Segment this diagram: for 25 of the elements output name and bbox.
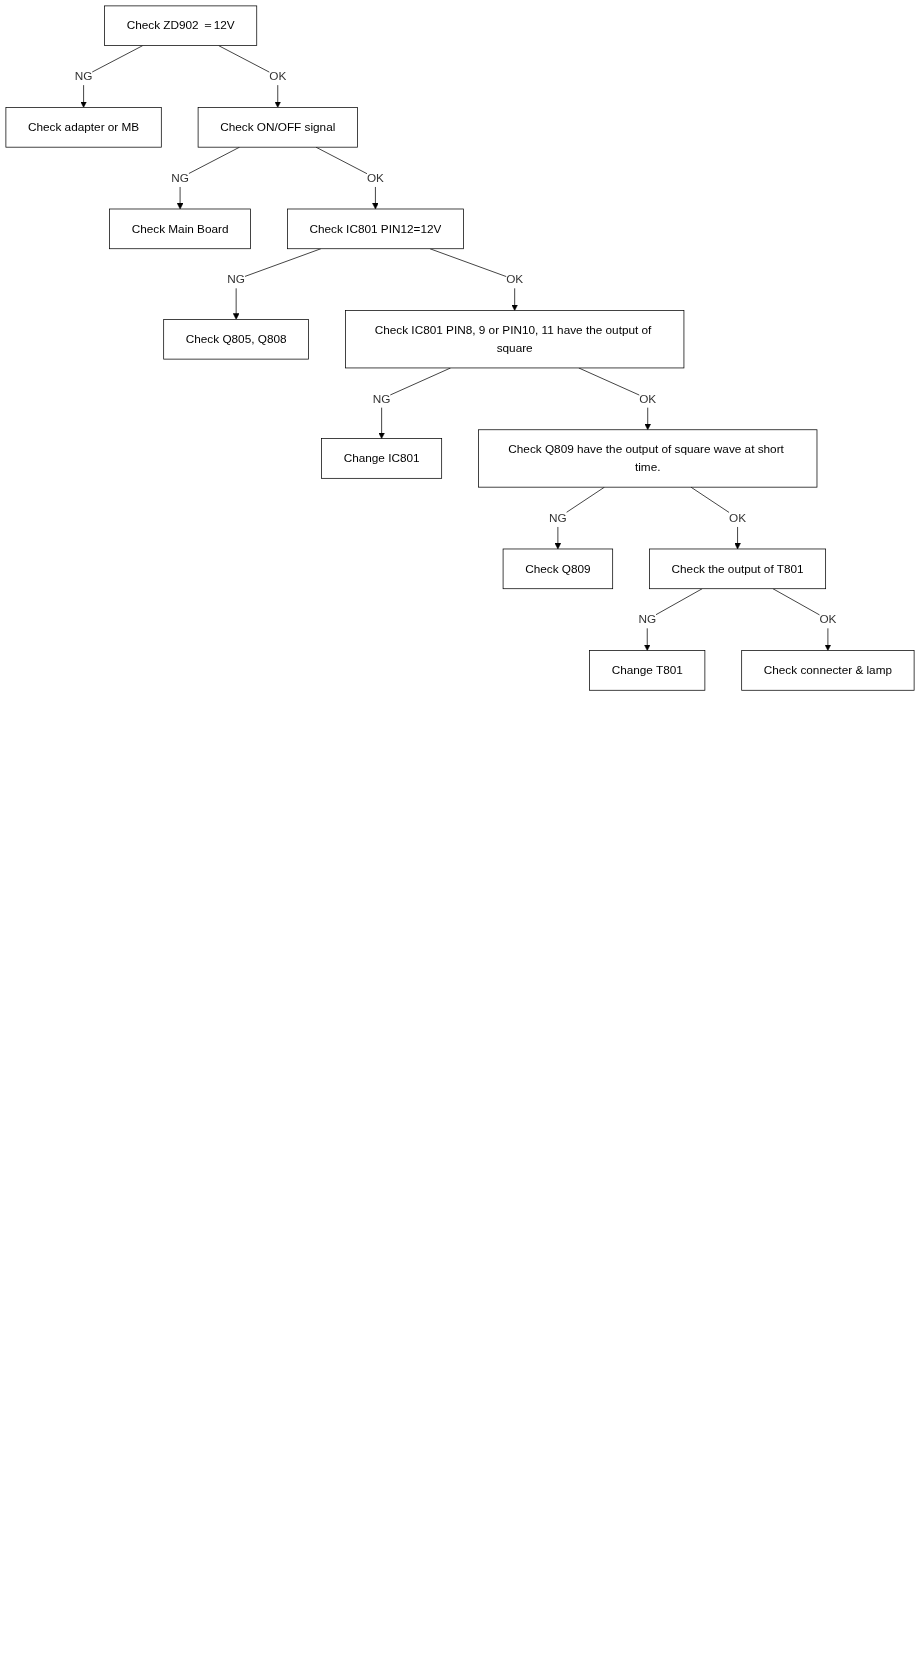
edge-label: NG xyxy=(638,613,657,626)
edge-label: OK xyxy=(366,171,384,184)
edge-label: NG xyxy=(549,511,567,524)
edge-label: OK xyxy=(729,511,747,524)
edge-label: NG xyxy=(74,69,93,83)
edge-label: NG xyxy=(171,171,189,184)
node-box: Check Q805, Q808 xyxy=(163,319,309,360)
edge-label: NG xyxy=(227,273,245,286)
node-box: Check ON/OFF signal xyxy=(197,107,358,148)
node-box: Check the output of T801 xyxy=(649,548,826,590)
node-box: Change IC801 xyxy=(321,438,443,479)
node-box: Check adapter or MB xyxy=(5,107,162,148)
edge-label: OK xyxy=(269,69,287,83)
node-box: Check Q809 xyxy=(502,548,614,590)
node-box: Check Q809 have the output of square wave at short time. xyxy=(478,429,818,488)
edge-label: OK xyxy=(819,613,837,626)
edge-label: OK xyxy=(506,273,524,286)
node-box: Check IC801 PIN12=12V xyxy=(287,208,464,250)
node-box: Check Main Board xyxy=(109,208,251,250)
edge-label: OK xyxy=(639,392,657,405)
node-box: Check connecter & lamp xyxy=(741,650,915,691)
node-box: Change T801 xyxy=(589,650,706,691)
node-box: Check ZD902 ＝12V xyxy=(104,5,258,46)
node-box: Check IC801 PIN8, 9 or PIN10, 11 have the output of square xyxy=(345,310,685,369)
edge-label: NG xyxy=(372,392,391,405)
